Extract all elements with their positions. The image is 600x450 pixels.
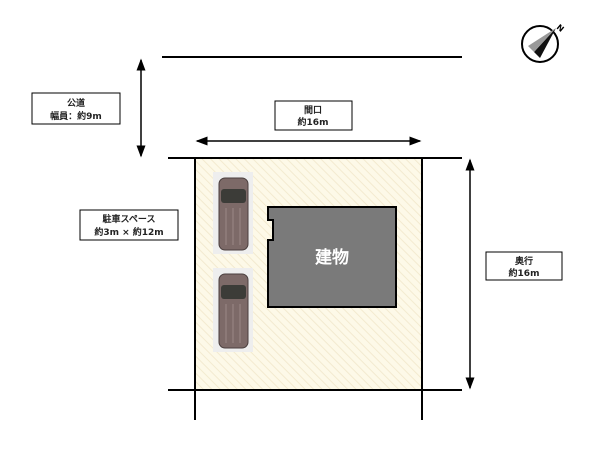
north-compass-icon: N (521, 23, 566, 63)
building (267, 206, 397, 308)
parking-label-box: 駐車スペース 約3m × 約12m (79, 209, 179, 241)
car-2 (213, 268, 253, 352)
depth-value: 約16m (509, 267, 540, 279)
road-width: 幅員：約9m (50, 110, 102, 122)
north-label: N (555, 23, 566, 34)
frontage-label-box: 間口 約16m (274, 100, 353, 131)
depth-label-box: 奥行 約16m (485, 251, 563, 281)
car-1 (213, 172, 253, 254)
parking-value: 約3m × 約12m (94, 226, 163, 238)
lot-boundary (168, 157, 462, 420)
road-label-box: 公道 幅員：約9m (31, 92, 121, 125)
parking-name: 駐車スペース (103, 213, 156, 225)
building-label: 建物 (315, 247, 349, 268)
frontage-name: 間口 (304, 105, 322, 116)
frontage-value: 約16m (298, 116, 329, 128)
road-name: 公道 (67, 97, 85, 109)
depth-name: 奥行 (514, 255, 533, 267)
